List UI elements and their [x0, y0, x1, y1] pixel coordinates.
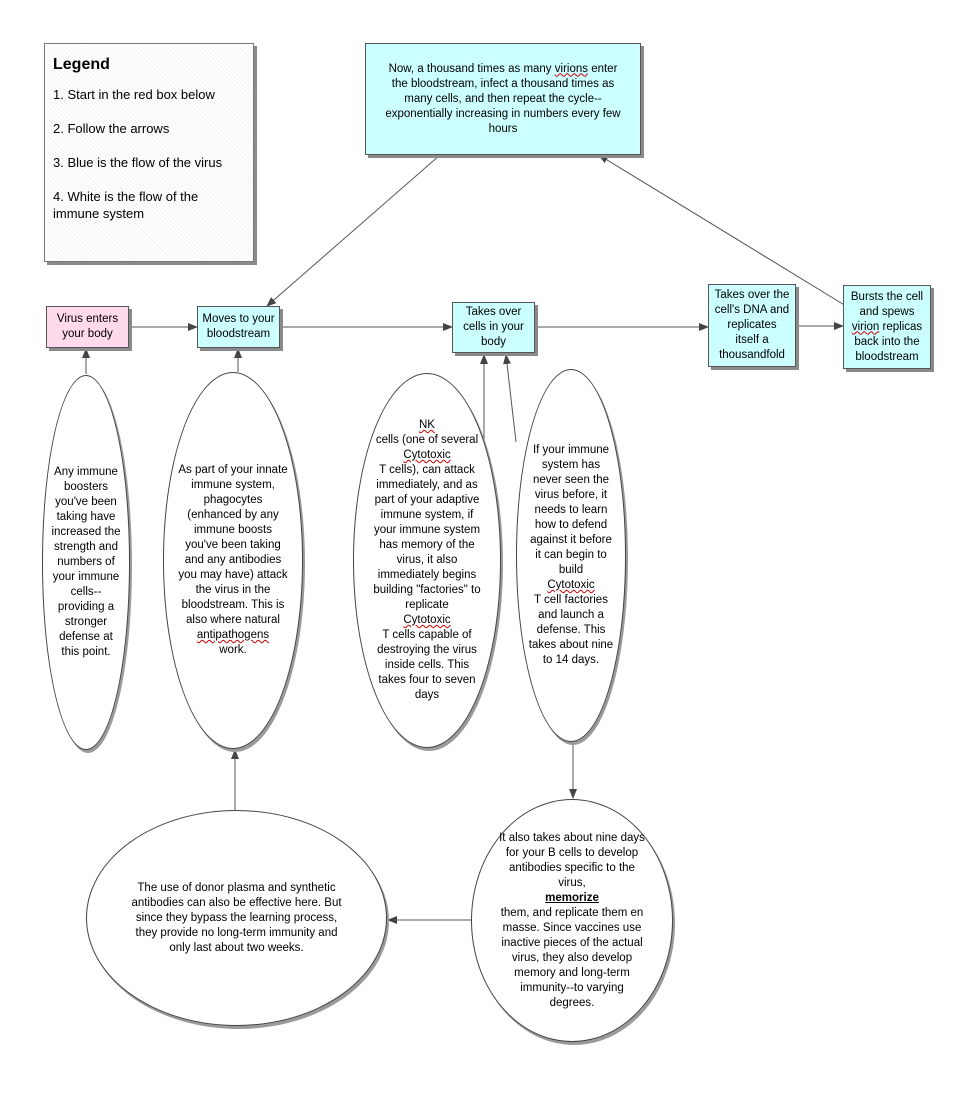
takes-over-dna-box: Takes over the cell's DNA and replicates… — [708, 284, 796, 367]
legend-title: Legend — [53, 56, 110, 73]
arrow-bursts-to-top — [598, 154, 847, 307]
takes-over-cells-box: Takes over cells in your body — [452, 302, 535, 353]
bloodstream-box: Moves to your bloodstream — [197, 306, 280, 348]
arrow-top-to-moves — [266, 154, 441, 307]
thousand-virions-box: Now, a thousand times as many virions en… — [365, 43, 641, 155]
legend-item-1: 1. Start in the red box below — [53, 87, 215, 102]
legend-box: Legend 1. Start in the red box below 2. … — [44, 43, 254, 262]
nk-cells-ellipse: NK cells (one of several Cytotoxic T cel… — [353, 373, 501, 748]
legend-item-4: 4. White is the flow of the immune syste… — [53, 189, 199, 221]
b-cells-ellipse: It also takes about nine days for your B… — [471, 799, 673, 1042]
legend-item-3: 3. Blue is the flow of the virus — [53, 155, 223, 170]
never-seen-virus-ellipse: If your immune system has never seen the… — [516, 369, 626, 742]
bursts-cell-box: Bursts the cell and spews virion replica… — [843, 285, 931, 369]
virus-enters-box: Virus enters your body — [46, 306, 129, 348]
innate-immune-ellipse: As part of your innate immune system, ph… — [163, 372, 303, 749]
immune-boosters-ellipse: Any immune boosters you've been taking h… — [42, 375, 130, 750]
legend-item-2: 2. Follow the arrows — [53, 121, 170, 136]
donor-plasma-ellipse: The use of donor plasma and synthetic an… — [86, 810, 387, 1026]
arrow-never-to-cells — [503, 354, 517, 443]
